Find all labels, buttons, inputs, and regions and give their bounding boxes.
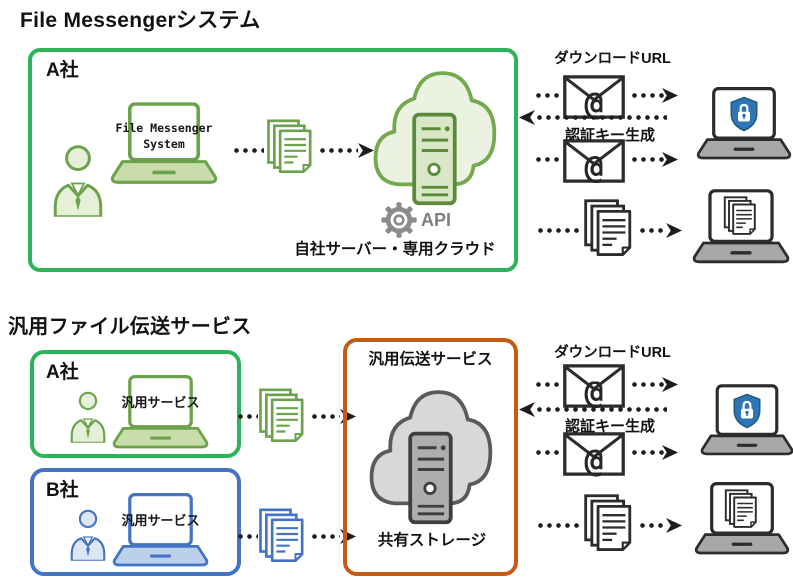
laptop-screen-label: 汎用サービス [121, 513, 200, 528]
dotted-line [236, 534, 258, 539]
shield-lock-icon [730, 96, 758, 132]
email-icon [563, 432, 625, 477]
api-gear-icon [380, 201, 418, 239]
api-badge: API [380, 201, 451, 239]
company-a-box-top [28, 48, 518, 272]
arrowhead-icon [662, 152, 678, 167]
download-url-label: ダウンロードURL [554, 51, 671, 67]
arrowhead-icon [666, 518, 682, 533]
dotted-line [534, 157, 560, 162]
documents-icon [724, 489, 757, 528]
auth-key-label: 認証キー生成 [564, 418, 655, 435]
company-a-label-top: A社 [46, 60, 79, 81]
dotted-line [310, 534, 340, 539]
dotted-line [630, 93, 664, 98]
documents-icon [259, 508, 304, 563]
shield-lock-icon [733, 393, 761, 429]
transfer-service-box [343, 338, 518, 576]
dotted-line [534, 382, 560, 387]
documents-icon [259, 388, 304, 442]
businessperson-icon [53, 145, 103, 217]
arrowhead-icon [662, 377, 678, 392]
dotted-line [232, 148, 264, 153]
section1-title: File Messengerシステム [20, 9, 261, 32]
cloud-server-icon [369, 390, 493, 525]
documents-icon [267, 119, 312, 174]
documents-icon [584, 494, 632, 552]
dotted-line [236, 414, 258, 419]
documents-icon [584, 199, 632, 256]
dotted-line [638, 228, 666, 233]
email-icon [563, 364, 625, 409]
laptop-icon [112, 493, 209, 567]
dotted-line [535, 115, 667, 120]
company-a-box-bottom [30, 350, 241, 458]
section2-title: 汎用ファイル伝送サービス [8, 316, 252, 338]
arrowhead-icon [666, 223, 682, 238]
arrowhead-icon [662, 88, 678, 103]
email-icon [563, 139, 625, 184]
arrowhead-icon [662, 445, 678, 460]
transfer-service-title: 汎用伝送サービス [368, 351, 493, 368]
dotted-line [318, 148, 358, 153]
server-caption: 自社サーバー・専用クラウド [294, 241, 496, 258]
arrowhead-left-icon [519, 110, 535, 125]
dotted-line [536, 228, 580, 233]
dotted-line [630, 382, 664, 387]
documents-icon [723, 196, 756, 235]
dotted-line [534, 450, 560, 455]
dotted-line [534, 93, 560, 98]
dotted-line [536, 523, 580, 528]
company-b-label: B社 [46, 480, 79, 501]
shared-storage-caption: 共有ストレージ [377, 532, 487, 549]
cloud-server-icon [373, 71, 497, 206]
laptop-screen-label: File Messenger System [115, 121, 213, 151]
dotted-line [535, 407, 667, 412]
company-b-box [30, 468, 241, 576]
dotted-line [630, 450, 664, 455]
arrowhead-left-icon [519, 402, 535, 417]
api-label: API [421, 209, 452, 230]
laptop-screen-label: 汎用サービス [121, 395, 200, 410]
download-url-label: ダウンロードURL [554, 345, 671, 361]
laptop-icon [112, 375, 209, 449]
company-a-label-bottom: A社 [46, 362, 79, 383]
dotted-line [630, 157, 664, 162]
dotted-line [638, 523, 666, 528]
email-icon [563, 75, 625, 120]
dotted-line [310, 414, 340, 419]
